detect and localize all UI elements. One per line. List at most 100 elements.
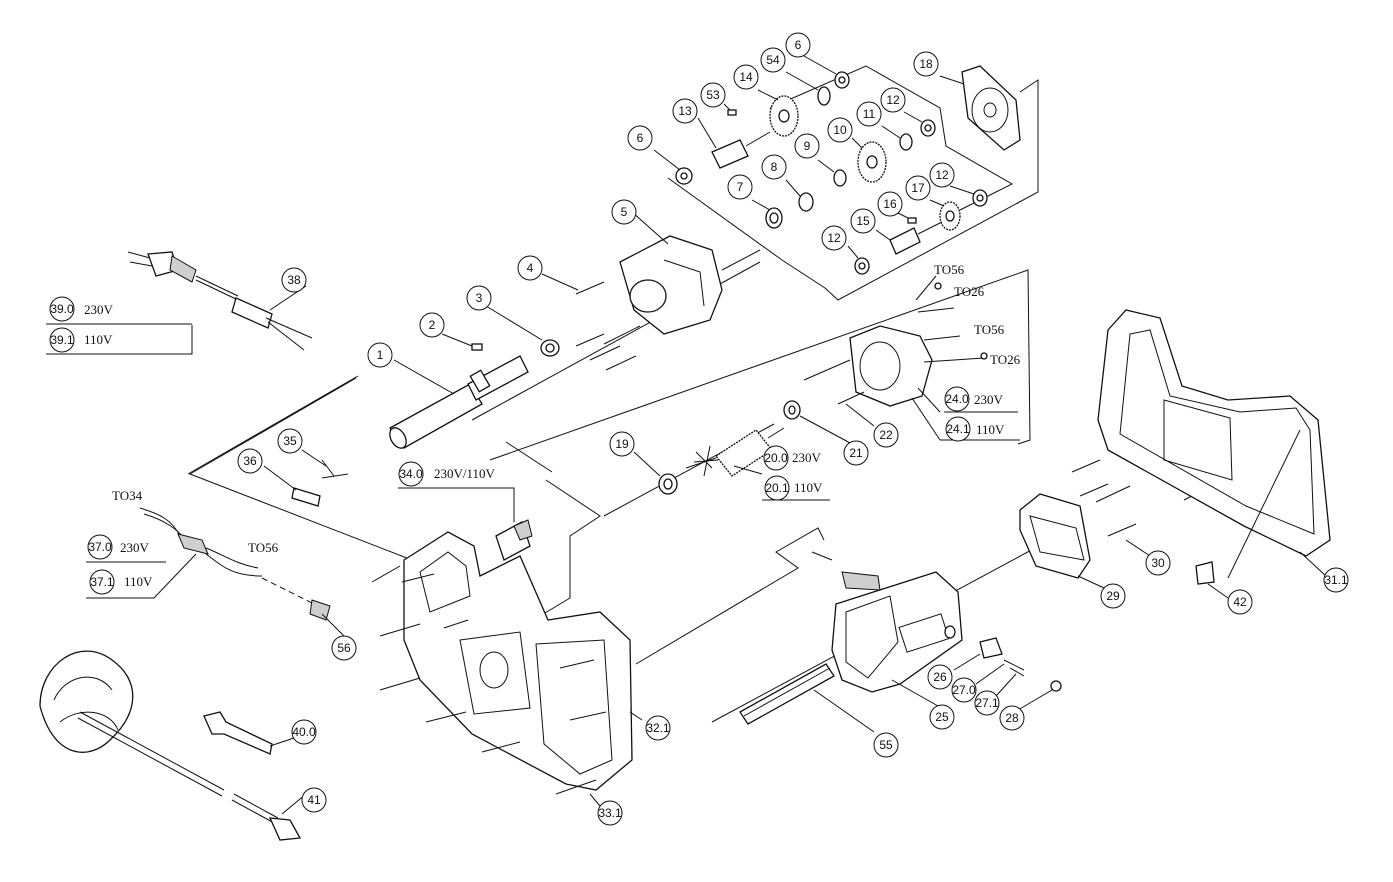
svg-text:5: 5 [621, 205, 628, 219]
cord-guard-part-38 [231, 297, 313, 351]
bearing-part-12c [854, 257, 870, 275]
callout-27-1: 27.1 [974, 690, 1000, 716]
svg-text:31.1: 31.1 [1324, 573, 1348, 587]
label-230v-39: 230V [84, 302, 114, 317]
label-to34: TO34 [112, 488, 143, 503]
svg-text:20.1: 20.1 [765, 481, 789, 495]
callout-12b: 12 [929, 162, 955, 188]
motor-housing-part-25 [811, 551, 963, 693]
svg-text:12: 12 [886, 93, 900, 107]
callout-20-0: 20.0 [763, 445, 789, 471]
key-part-16 [907, 217, 917, 224]
callout-29: 29 [1100, 583, 1126, 609]
callout-39-1: 39.1 [49, 327, 75, 353]
svg-text:38: 38 [287, 273, 301, 287]
svg-text:14: 14 [739, 70, 753, 84]
rod-part-55 [739, 663, 835, 725]
button-part-42 [1195, 561, 1215, 585]
callout-13: 13 [672, 98, 698, 124]
svg-text:7: 7 [737, 180, 744, 194]
svg-text:16: 16 [883, 197, 897, 211]
svg-text:2: 2 [429, 318, 436, 332]
callout-16: 16 [877, 191, 903, 217]
screws-part-22 [837, 391, 865, 405]
callout-2: 2 [419, 312, 445, 338]
callout-19: 19 [609, 431, 635, 457]
label-to26-b: TO26 [990, 352, 1021, 367]
callout-9: 9 [794, 133, 820, 159]
svg-text:20.0: 20.0 [764, 451, 788, 465]
callout-40-0: 40.0 [291, 719, 317, 745]
label-230v-20: 230V [792, 450, 822, 465]
svg-text:27.0: 27.0 [952, 683, 976, 697]
svg-text:21: 21 [849, 446, 863, 460]
svg-text:6: 6 [637, 131, 644, 145]
key-part-53 [727, 109, 737, 116]
mixing-paddle-part-41 [39, 650, 302, 841]
svg-text:15: 15 [856, 214, 870, 228]
svg-text:24.1: 24.1 [946, 422, 970, 436]
svg-text:37.0: 37.0 [88, 540, 112, 554]
gear-part-14 [769, 95, 799, 137]
brush-holder-part-34 [495, 519, 533, 561]
label-110v-39: 110V [84, 332, 113, 347]
bearing-part-6a [675, 167, 693, 185]
callout-7: 7 [727, 174, 753, 200]
callout-12c: 12 [821, 225, 847, 251]
handle-half-part-31-1 [1097, 309, 1331, 557]
svg-text:9: 9 [804, 139, 811, 153]
callout-39-0: 39.0 [49, 296, 75, 322]
svg-text:40.0: 40.0 [292, 725, 316, 739]
callout-6a: 6 [627, 125, 653, 151]
callout-41: 41 [301, 787, 327, 813]
gear-housing-part-5 [619, 235, 761, 335]
callout-33-1: 33.1 [597, 800, 623, 826]
svg-text:34.0: 34.0 [399, 467, 423, 481]
svg-text:56: 56 [337, 641, 351, 655]
pinion-part-15 [889, 221, 943, 255]
key-part-2 [471, 343, 483, 351]
callout-37-1: 37.1 [89, 569, 115, 595]
svg-text:1: 1 [377, 348, 384, 362]
svg-text:30: 30 [1151, 556, 1165, 570]
spec-labels: 230V 110V 230V 110V 230V 110V 230V 110V … [84, 262, 1021, 589]
label-110v-37: 110V [124, 574, 153, 589]
callout-55: 55 [873, 732, 899, 758]
callout-20-1: 20.1 [764, 475, 790, 501]
svg-text:55: 55 [879, 738, 893, 752]
stator-part-24 [803, 275, 988, 407]
callout-1: 1 [367, 342, 393, 368]
svg-text:17: 17 [911, 181, 925, 195]
callout-53: 53 [700, 82, 726, 108]
svg-text:36: 36 [243, 454, 257, 468]
callout-31-1: 31.1 [1323, 567, 1349, 593]
label-230v-37: 230V [120, 540, 150, 555]
callout-34-0: 34.0 [398, 461, 424, 487]
bearing-part-19 [658, 473, 678, 495]
svg-text:10: 10 [833, 123, 847, 137]
callout-42: 42 [1227, 589, 1253, 615]
svg-text:25: 25 [935, 710, 949, 724]
spindle-shaft-part-1 [389, 355, 529, 449]
switch-part-37 [139, 507, 263, 577]
callout-25: 25 [929, 704, 955, 730]
callout-11: 11 [856, 101, 882, 127]
clip-part-56 [261, 577, 331, 621]
bearing-part-21 [783, 400, 801, 420]
label-110v-20: 110V [794, 480, 823, 495]
callout-4: 4 [517, 255, 543, 281]
svg-text:22: 22 [879, 428, 893, 442]
gear-cover-part-18 [961, 65, 1021, 151]
callout-56: 56 [331, 635, 357, 661]
callout-30: 30 [1145, 550, 1171, 576]
cable-clamp-part-36 [291, 459, 349, 507]
callout-35: 35 [277, 428, 303, 454]
gear-part-17 [939, 201, 961, 231]
callout-12a: 12 [880, 87, 906, 113]
svg-text:8: 8 [771, 160, 778, 174]
callout-5: 5 [611, 199, 637, 225]
callouts: 1 2 3 4 5 6 6 7 8 9 10 11 12 12 12 13 14… [49, 32, 1349, 826]
label-to56-b: TO56 [974, 322, 1005, 337]
callout-32-1: 32.1 [645, 715, 671, 741]
callout-14: 14 [733, 64, 759, 90]
